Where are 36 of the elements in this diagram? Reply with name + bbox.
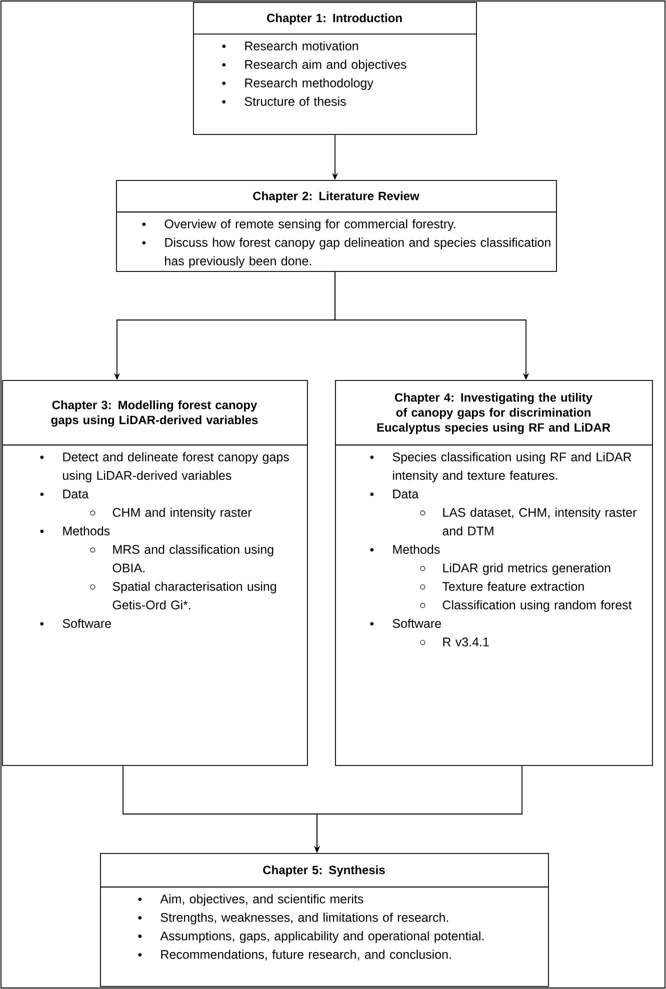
list-item: MRS and classification using OBIA.	[90, 544, 274, 572]
list-item: Structure of thesis	[222, 96, 346, 106]
chapter-box	[116, 180, 557, 272]
list-item: Spatial characterisation using Getis-Ord Gi*.	[90, 582, 276, 610]
list-item: Aim, objectives, and scientific merits	[138, 894, 364, 906]
chapter-heading: Chapter 1: Introduction	[266, 13, 402, 25]
list-item: Software	[370, 618, 441, 628]
list-item: Methods	[370, 544, 440, 554]
chapter-box	[100, 853, 549, 987]
list-item: Texture feature extraction	[420, 582, 584, 591]
chapter-box	[334, 380, 653, 766]
list-item: Overview of remote sensing for commercial forestry.	[142, 219, 456, 231]
list-item: Strengths, weaknesses, and limitations of research.	[138, 912, 448, 924]
list-item: LAS dataset, CHM, intensity raster and DTM	[420, 508, 636, 536]
list-item: Detect and delineate forest canopy gaps using LiDAR-derived variables	[40, 452, 289, 482]
list-item: Assumptions, gaps, applicability and operational potential.	[138, 931, 484, 943]
chapter-heading: Chapter 3: Modelling forest canopy gaps using LiDAR-derived variables	[51, 400, 258, 427]
list-item: CHM and intensity raster	[90, 508, 252, 520]
list-item: LiDAR grid metrics generation	[420, 563, 610, 575]
list-item: R v3.4.1	[420, 638, 489, 646]
chapter-box	[192, 2, 477, 135]
chapter-heading: Chapter 5: Synthesis	[263, 865, 385, 877]
list-item: Discuss how forest canopy gap delineation and species classification has previously been done.	[142, 238, 550, 268]
list-item: Methods	[40, 526, 110, 536]
list-item: Research methodology	[222, 78, 374, 90]
chapter-box	[2, 380, 308, 766]
chapter-heading: Chapter 2: Literature Review	[253, 191, 420, 203]
list-item: Research aim and objectives	[222, 60, 406, 72]
list-item: Software	[40, 618, 111, 628]
list-item: Species classification using RF and LiDAR intensity and texture features.	[370, 452, 632, 482]
list-item: Data	[40, 490, 89, 498]
list-item: Classification using random forest	[420, 600, 632, 612]
list-item: Data	[370, 490, 419, 498]
list-item: Research motivation	[222, 41, 358, 50]
list-item: Recommendations, future research, and conclusion.	[138, 950, 451, 960]
chapter-heading: Chapter 4: Investigating the utility of canopy gaps for discrimination Eucalyptus species using RF and LiDAR	[377, 392, 610, 434]
